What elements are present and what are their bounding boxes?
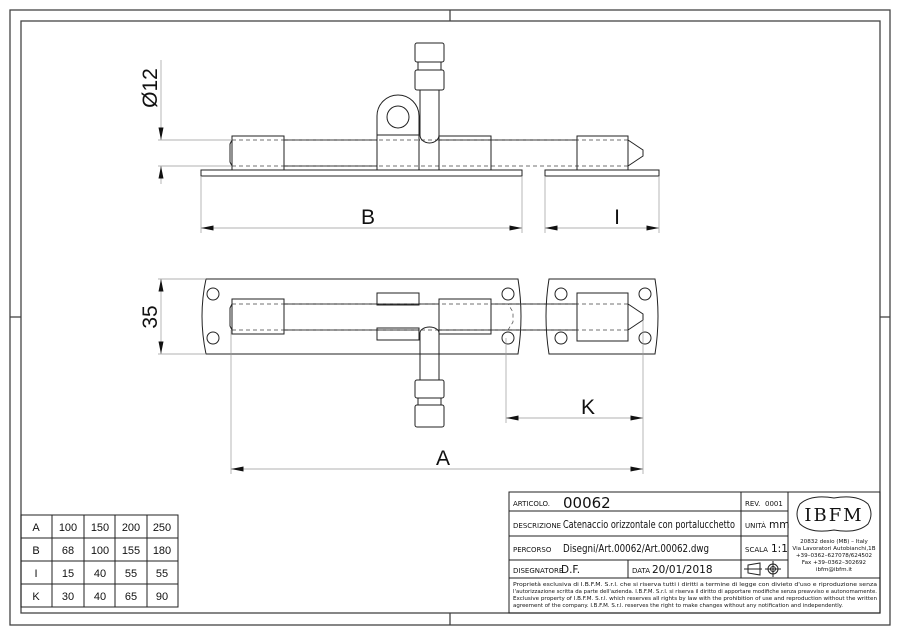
cell: 55 xyxy=(125,568,137,580)
dimension-k-label: K xyxy=(581,396,595,419)
address-line: 20832 desio (MB) – Italy xyxy=(800,539,868,545)
scala-label: SCALA xyxy=(745,546,768,554)
cell: 250 xyxy=(153,522,171,534)
address-line: Via Lavoratori Autobianchi,1B xyxy=(792,546,875,552)
unita-label: UNITÀ xyxy=(745,521,766,530)
cell: 100 xyxy=(59,522,77,534)
dimension-diameter-label: Ø12 xyxy=(139,68,162,108)
scala-value: 1:1 xyxy=(771,543,788,555)
row-label: I xyxy=(34,568,37,580)
size-table: A 100 150 200 250 B 68 100 155 180 I 15 … xyxy=(20,514,179,608)
sleeve-right xyxy=(576,135,629,171)
disclaimer: Proprietà esclusiva di I.B.F.M. S.r.l. c… xyxy=(513,581,877,609)
cell: 30 xyxy=(62,591,74,603)
descrizione-value: Catenaccio orizzontale con portalucchett… xyxy=(563,519,735,531)
guide-top xyxy=(376,292,420,306)
cell: 200 xyxy=(122,522,140,534)
dimension-a-label: A xyxy=(436,447,450,470)
company-address: 20832 desio (MB) – Italy Via Lavoratori … xyxy=(792,539,875,573)
side-view: Ø12 B I xyxy=(139,42,660,233)
table-row: K 30 40 65 90 xyxy=(32,591,168,603)
projection-symbol-icon xyxy=(744,561,781,577)
dimension-height-label: 35 xyxy=(139,305,162,328)
disclaimer-line: Proprietà esclusiva di I.B.F.M. S.r.l. c… xyxy=(513,581,877,588)
unita-value: mm xyxy=(769,519,789,531)
cell: 15 xyxy=(62,568,74,580)
padlock-hole xyxy=(386,105,410,129)
padlock-lug xyxy=(376,94,420,170)
disclaimer-line: Exclusive property of I.B.F.M. S.r.l. wh… xyxy=(513,596,877,602)
row-label: B xyxy=(32,545,39,557)
rev-value: 0001 xyxy=(765,500,783,508)
cell: 40 xyxy=(94,568,106,580)
row-label: K xyxy=(32,591,40,603)
sleeve-left-plan xyxy=(231,298,285,335)
articolo-label: ARTICOLO. xyxy=(513,500,550,508)
data-label: DATA xyxy=(632,567,650,575)
cell: 180 xyxy=(153,545,171,557)
handle-plan xyxy=(419,326,440,380)
title-block: ARTICOLO. 00062 REV. 0001 DESCRIZIONE Ca… xyxy=(508,491,881,614)
address-line: ibfm@ibfm.it xyxy=(816,567,853,573)
cell: 68 xyxy=(62,545,74,557)
plate-left xyxy=(201,278,522,355)
sleeve-left xyxy=(231,135,285,171)
guide-bottom xyxy=(376,327,420,341)
cell: 40 xyxy=(94,591,106,603)
articolo-value: 00062 xyxy=(563,494,611,512)
keeper-box xyxy=(576,292,629,342)
dimension-i-label: I xyxy=(614,206,620,229)
table-row: B 68 100 155 180 xyxy=(32,545,171,557)
base-plate-left xyxy=(200,169,523,177)
cell: 90 xyxy=(156,591,168,603)
address-line: Fax +39–0362–302692 xyxy=(802,560,866,566)
base-plate-right xyxy=(544,169,660,177)
cell: 150 xyxy=(91,522,109,534)
logo-text: IBFM xyxy=(804,505,863,526)
disclaimer-line: agreement of the company. I.B.F.M. S.r.l… xyxy=(513,603,843,609)
dimension-b-label: B xyxy=(361,206,375,229)
rev-label: REV. xyxy=(745,500,760,508)
percorso-label: PERCORSO xyxy=(513,546,552,554)
address-line: +39–0362–627078/624502 xyxy=(796,553,872,559)
bolt-plan xyxy=(284,303,644,331)
cell: 65 xyxy=(125,591,137,603)
ibfm-logo: IBFM xyxy=(796,496,872,532)
percorso-value: Disegni/Art.00062/Art.00062.dwg xyxy=(563,543,709,555)
disclaimer-line: l'autorizzazione scritta da parte dell'a… xyxy=(513,589,877,595)
data-value: 20/01/2018 xyxy=(652,564,713,576)
sleeve-middle-plan xyxy=(438,298,492,335)
table-row: A 100 150 200 250 xyxy=(32,522,171,534)
bolt xyxy=(284,139,644,167)
handle xyxy=(419,90,440,144)
handle-knob xyxy=(414,42,445,63)
disegnatore-value: D.F. xyxy=(561,564,580,576)
front-view: 35 K A xyxy=(139,278,659,474)
descrizione-label: DESCRIZIONE xyxy=(513,522,561,530)
cell: 55 xyxy=(156,568,168,580)
sleeve-middle xyxy=(438,135,492,171)
cell: 100 xyxy=(91,545,109,557)
row-label: A xyxy=(32,522,40,534)
sheet-frame xyxy=(9,9,891,626)
screw-holes xyxy=(206,287,652,345)
cell: 155 xyxy=(122,545,140,557)
disegnatore-label: DISEGNATORE xyxy=(513,567,563,575)
table-row: I 15 40 55 55 xyxy=(34,568,168,580)
